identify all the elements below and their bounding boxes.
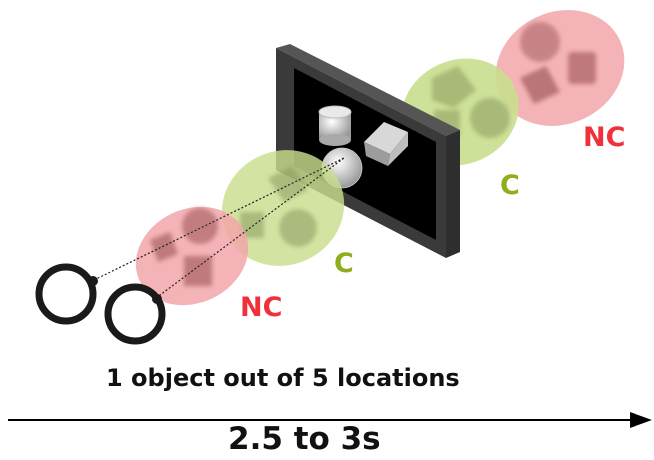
cube-icon [364,122,408,166]
monitor [276,44,460,258]
c-location-left [221,150,345,266]
duration: 2.5 to 3s [228,421,381,457]
gaze-lines [93,157,345,299]
label-nc-left: NC [240,292,283,323]
label-nc-right: NC [583,122,626,153]
eye-ring-icon [35,263,98,325]
timeline-arrow-icon [8,412,652,428]
label-c-right: C [500,170,520,201]
nc-location-left [135,206,249,306]
cylinder-icon [318,105,352,146]
caption: 1 object out of 5 locations [106,364,460,392]
label-c-left: C [334,248,354,279]
nc-location-far-right [495,10,625,126]
eye-ring-icon [104,283,166,345]
